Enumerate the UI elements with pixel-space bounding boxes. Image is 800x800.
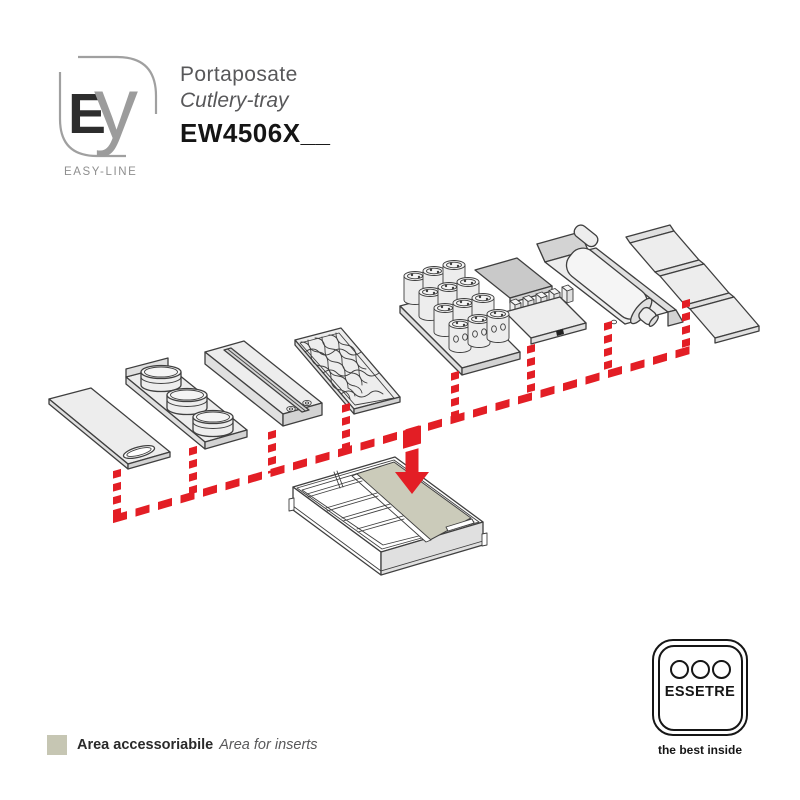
- foil-roll: [565, 224, 659, 327]
- cutlery-tray: [288, 456, 488, 576]
- logo-frame-arc-bottom: [58, 72, 126, 158]
- logo-frame-arc-top: [78, 55, 158, 114]
- legend-label-en: Area for inserts: [219, 737, 318, 753]
- essetre-dot-icon: [690, 659, 710, 679]
- insert-arrow-icon: [395, 472, 429, 494]
- knife-block-insert: [474, 257, 587, 345]
- connection-lines: [113, 298, 690, 524]
- model-code: EW4506X__: [180, 118, 331, 148]
- mat-texture: [300, 332, 384, 400]
- essetre-dot-icon: [711, 659, 731, 679]
- logo-letter-y: y: [94, 58, 138, 157]
- product-name-it: Portaposate: [180, 63, 298, 86]
- essetre-name: ESSETRE: [664, 683, 736, 700]
- logo-letter-e: E: [68, 82, 106, 146]
- spice-jars: [403, 260, 510, 353]
- legend-swatch: [47, 735, 67, 755]
- logo-tagline: EASY-LINE: [64, 166, 138, 178]
- essetre-tagline: the best inside: [657, 743, 743, 757]
- cutting-board-insert: [48, 387, 171, 470]
- essetre-dots: [669, 659, 731, 679]
- knife-rail-insert: [204, 340, 323, 427]
- essetre-logo-inner: ESSETRE: [657, 644, 743, 731]
- stepped-rack-insert: [625, 224, 760, 344]
- product-name-en: Cutlery-tray: [180, 89, 289, 112]
- round-jars: [140, 364, 234, 438]
- essetre-logo: ESSETRE: [652, 639, 748, 736]
- round-jars-insert: [125, 357, 248, 450]
- board-handle-slot: [122, 444, 156, 460]
- cutlery-compartments: [306, 470, 405, 533]
- roll-dispenser-insert: [536, 224, 684, 327]
- easy-line-logo: E y: [58, 55, 158, 158]
- spice-jars-insert: [399, 260, 521, 376]
- legend-label-it: Area accessoriabile: [77, 737, 214, 753]
- legend: Area accessoriabile Area for inserts: [47, 735, 318, 755]
- textured-mat-insert: [294, 327, 401, 415]
- essetre-dot-icon: [669, 659, 689, 679]
